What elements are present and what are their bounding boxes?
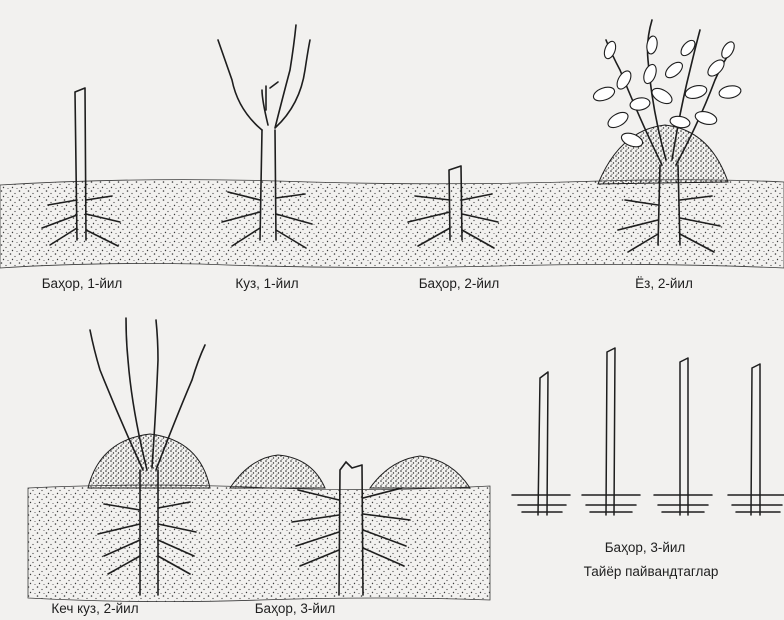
caption-summer-year2: Ёз, 2-йил	[635, 276, 693, 291]
caption-late-autumn-year2: Кеч куз, 2-йил	[51, 601, 138, 616]
caption-spring-year1: Баҳор, 1-йил	[42, 276, 123, 291]
soil-top	[0, 180, 784, 268]
soil-bottom	[28, 434, 490, 602]
scene-ready-rootstocks	[512, 348, 784, 515]
caption-spring-year3-ready: Баҳор, 3-йил	[605, 540, 686, 555]
caption-spring-year2: Баҳор, 2-йил	[419, 276, 500, 291]
caption-autumn-year1: Куз, 1-йил	[235, 276, 298, 291]
caption-ready-rootstocks: Тайёр пайвандтаглар	[584, 564, 719, 579]
caption-spring-year3: Баҳор, 3-йил	[255, 601, 336, 616]
